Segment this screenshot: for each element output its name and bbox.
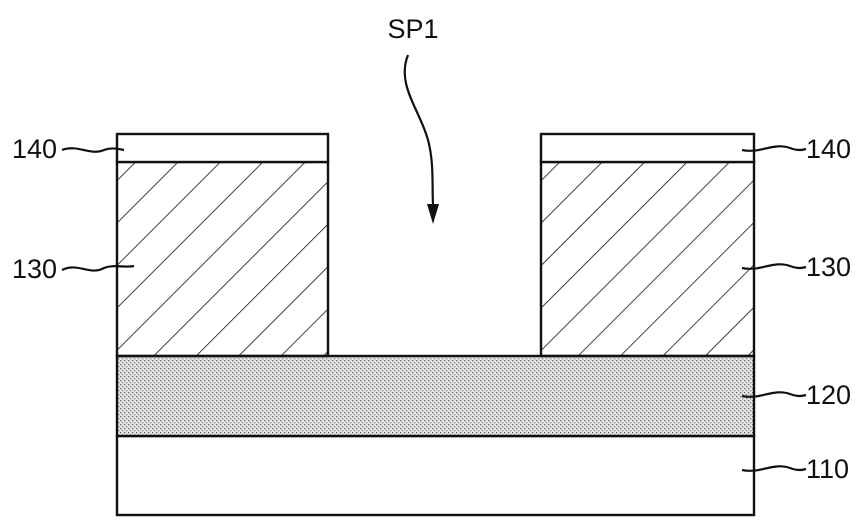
- sp1-leader-line: [405, 55, 433, 205]
- label-140-left: 140: [12, 134, 57, 164]
- label-110: 110: [806, 454, 849, 484]
- label-sp1: SP1: [387, 14, 438, 44]
- sp1-arrow-head: [427, 204, 439, 224]
- label-130-left: 130: [12, 254, 57, 284]
- layer-130-right: [541, 162, 754, 356]
- layer-140-left: [117, 134, 328, 162]
- layer-130-left: [117, 162, 328, 356]
- layer-140-right: [541, 134, 754, 162]
- layer-110-substrate: [117, 436, 754, 515]
- layer-120: [117, 356, 754, 436]
- label-140-right: 140: [806, 134, 851, 164]
- leader-140-left: [62, 148, 124, 151]
- label-130-right: 130: [806, 252, 851, 282]
- label-120: 120: [806, 380, 851, 410]
